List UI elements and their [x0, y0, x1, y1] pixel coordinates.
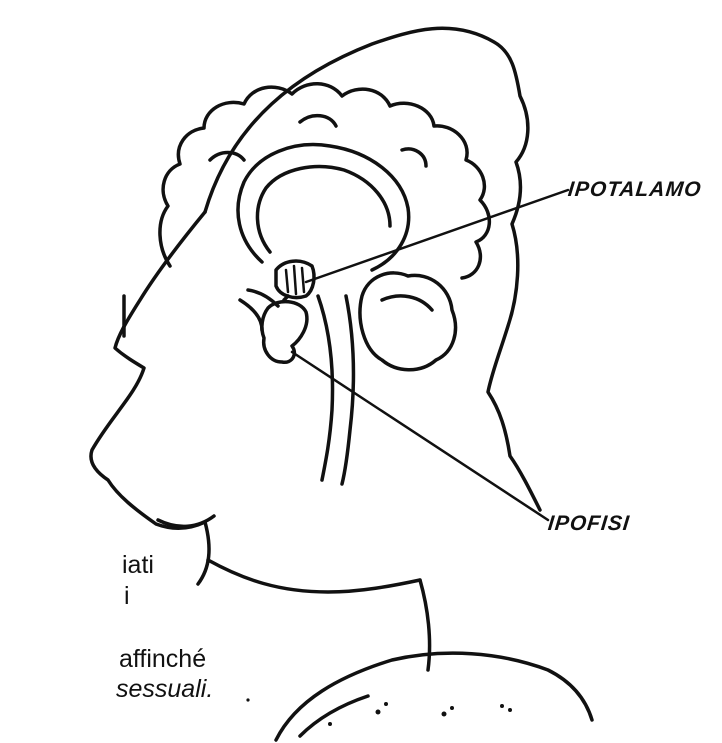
fabric-dot: [328, 722, 332, 726]
brain-cortex: [160, 84, 489, 278]
corpus-callosum: [238, 145, 409, 270]
cortex-inner-fold-3: [402, 149, 426, 166]
fabric-dot: [246, 698, 249, 701]
neck-front: [208, 560, 420, 592]
fabric-dot: [508, 708, 512, 712]
fabric-dot: [442, 712, 447, 717]
pituitary: [262, 302, 307, 363]
text-fragment-3: affinché: [119, 646, 206, 673]
text-fragment-4: sessuali.: [116, 676, 213, 703]
brain-stem-left: [318, 296, 332, 480]
ipofisi-label: IPOFISI: [547, 512, 631, 536]
corpus-callosum-inner: [257, 167, 390, 252]
text-fragment-2: i: [124, 583, 130, 610]
collar: [276, 653, 592, 740]
cranial-base: [240, 290, 278, 330]
cerebellum: [360, 273, 455, 370]
cortex-inner-fold-2: [300, 116, 336, 126]
chin-line: [198, 522, 209, 584]
face-profile: [91, 212, 205, 528]
fabric-dot: [384, 702, 388, 706]
hypothalamus-hatch: [286, 266, 304, 294]
fabric-dot: [376, 710, 381, 715]
fabric-dot: [500, 704, 504, 708]
fabric-dot: [450, 706, 454, 710]
cerebellum-fold: [382, 296, 432, 310]
collar-inner: [300, 696, 368, 736]
ipotalamo-label: IPOTALAMO: [567, 178, 703, 202]
ipotalamo-leader-line: [306, 190, 568, 282]
text-fragment-1: iati: [122, 552, 154, 579]
